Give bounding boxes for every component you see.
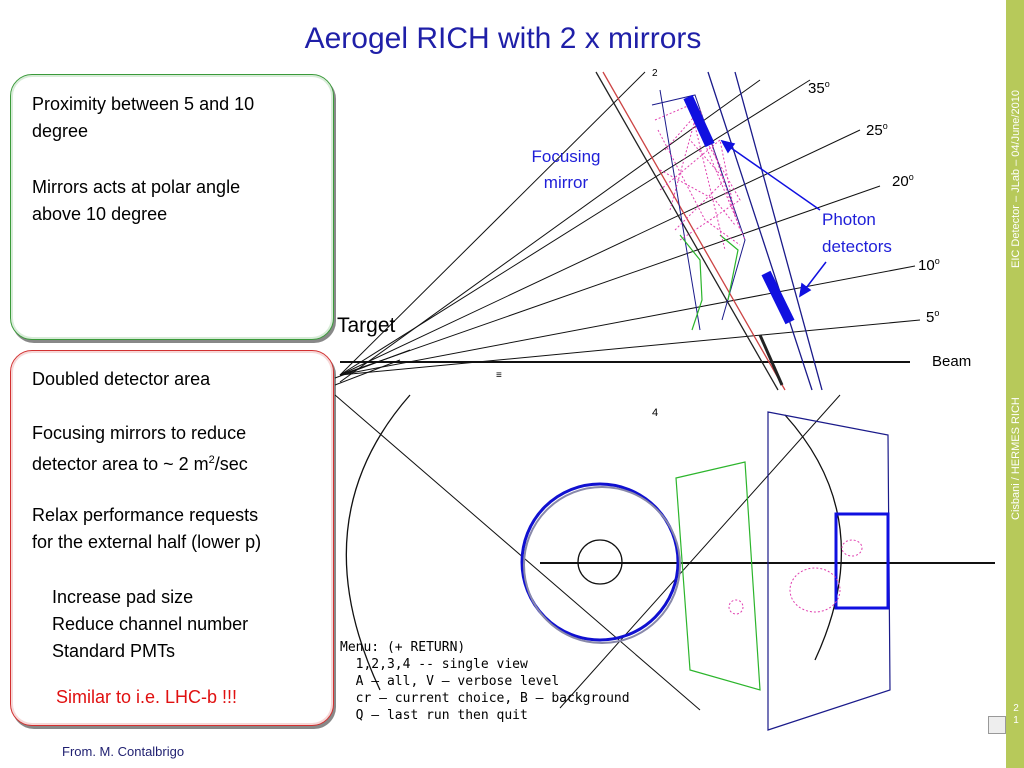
menu-line-4: cr — current choice, B — background [340,691,630,706]
svg-text:20o: 20o [892,172,914,190]
ray-25 [339,129,861,376]
view-number-4: 4 [652,407,658,419]
ray-20 [339,185,881,376]
target-label: Target [337,314,396,337]
ray-5 [339,319,921,376]
credit-text: From. M. Contalbrigo [62,744,185,759]
front-view [334,394,995,731]
ray-10 [339,265,916,376]
beam-label: Beam [932,353,971,370]
svg-text:35o: 35o [808,79,830,97]
note-external-half: for the external half (lower p) [32,532,262,552]
focusing-mirror-label-2: mirror [544,173,589,192]
svg-text:10o: 10o [918,256,940,274]
note-lhcb-comparison: Similar to i.e. LHC-b !!! [56,687,238,707]
sidebar-author-text: Cisbani / HERMES RICH [1010,397,1022,520]
menu-line-5: Q — last run then quit [340,708,528,723]
focusing-mirror-label-1: Focusing [532,147,601,166]
note-focusing-mirrors: Focusing mirrors to reduce [32,423,247,443]
angle-labels: 35o 25o 20o 10o 5o [808,79,940,326]
note-doubled-area: Doubled detector area [32,369,211,389]
photon-detectors-label-2: detectors [822,237,892,256]
note-relax-performance: Relax performance requests [32,505,259,525]
photon-detector-bar [761,270,795,325]
sidebar-event-text: EIC Detector – JLab – 04/June/2010 [1010,90,1022,268]
menu-line-1: Menu: (+ RETURN) [340,640,466,655]
menu-line-2: 1,2,3,4 -- single view [340,657,528,672]
view-number-2: 2 [652,68,658,79]
photon-detector-arrows [720,139,827,298]
slide-title: Aerogel RICH with 2 x mirrors [304,22,702,55]
mirror-angle-line-1: Mirrors acts at polar angle [32,177,241,197]
svg-text:25o: 25o [866,121,888,139]
focusing-mirror-bar [683,94,715,148]
proximity-box [10,74,334,340]
proximity-line-2: degree [32,121,89,141]
proximity-line-1: Proximity between 5 and 10 [32,94,255,114]
note-detector-area: detector area to ~ 2 m2/sec [32,454,248,474]
note-channel-number: Reduce channel number [52,614,249,634]
photon-detectors-label-1: Photon [822,210,876,229]
slide-nav-icon[interactable] [988,716,1006,734]
slide-number: 2 1 [1013,703,1019,726]
mirror-angle-line-2: above 10 degree [32,204,168,224]
ray-upper-steep [339,71,646,376]
detector-notes-box [10,350,334,726]
small-mark: ≡ [496,370,502,381]
event-display-menu: Menu: (+ RETURN) 1,2,3,4 -- single view … [340,639,630,724]
note-pad-size: Increase pad size [52,587,194,607]
sidebar-band: EIC Detector – JLab – 04/June/2010 Cisba… [1006,0,1024,768]
detector-planes [595,71,823,391]
menu-line-3: A — all, V — verbose level [340,674,560,689]
svg-text:5o: 5o [926,308,939,326]
angle-rays [334,71,921,386]
note-standard-pmts: Standard PMTs [52,641,176,661]
